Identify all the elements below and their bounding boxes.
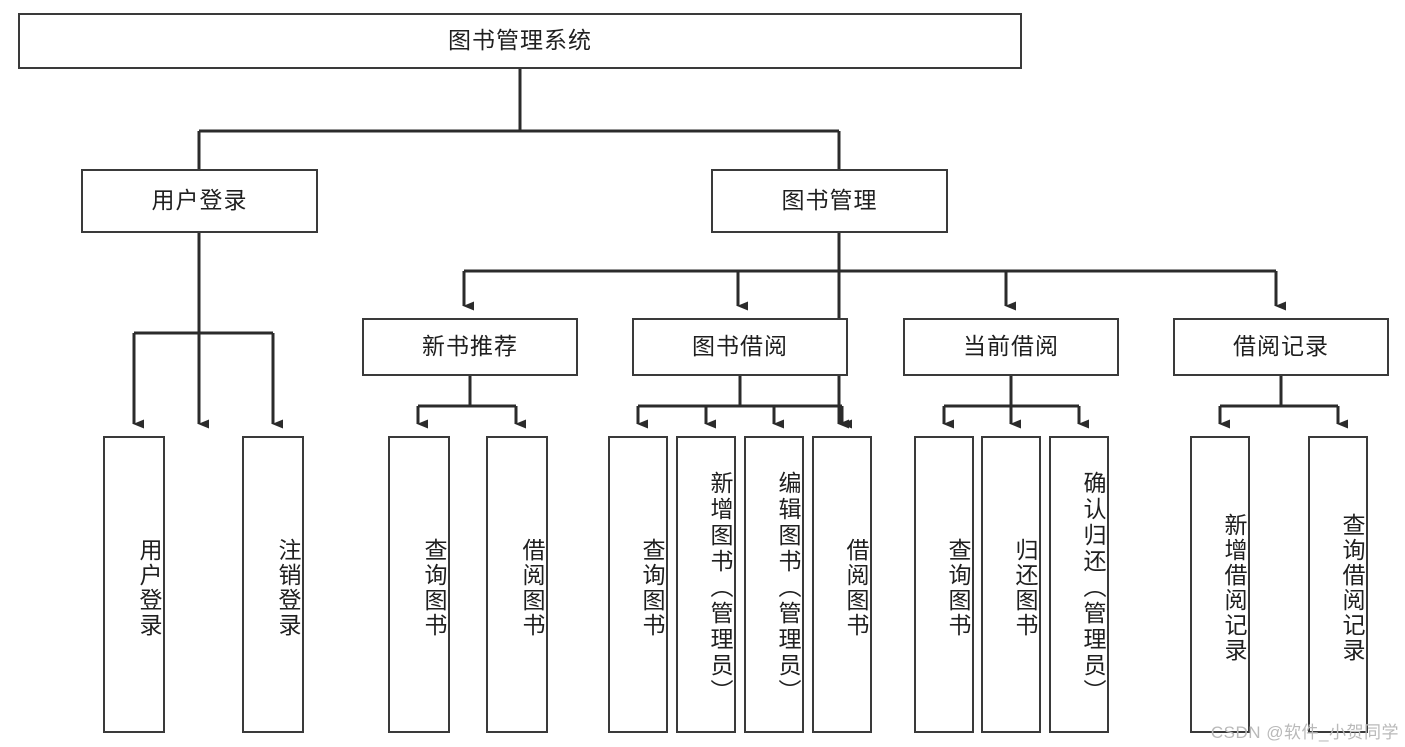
node-label: 查询图书 [945, 537, 971, 638]
node-label: 新增借阅记录 [1221, 512, 1247, 663]
leaf-user-login-logout[interactable]: 注销登录 [242, 436, 304, 733]
node-label: 查询图书 [639, 537, 665, 638]
leaf-user-login-login[interactable]: 用户登录 [103, 436, 165, 733]
leaf-recommend-query-book[interactable]: 查询图书 [388, 436, 450, 733]
leaf-borrow-edit-book-admin[interactable]: 编辑图书（管理员） [744, 436, 804, 733]
node-book-borrow[interactable]: 图书借阅 [632, 318, 848, 376]
node-borrow-record[interactable]: 借阅记录 [1173, 318, 1389, 376]
node-label: 新书推荐 [422, 333, 518, 360]
leaf-borrow-borrow-book[interactable]: 借阅图书 [812, 436, 872, 733]
leaf-current-confirm-return-admin[interactable]: 确认归还（管理员） [1049, 436, 1109, 733]
leaf-current-return-book[interactable]: 归还图书 [981, 436, 1041, 733]
node-label: 注销登录 [275, 537, 301, 638]
node-label: 图书管理 [781, 187, 878, 214]
node-label: 确认归还（管理员） [1080, 470, 1106, 705]
leaf-borrow-add-book-admin[interactable]: 新增图书（管理员） [676, 436, 736, 733]
node-label: 借阅图书 [843, 537, 869, 638]
node-root-book-management-system[interactable]: 图书管理系统 [18, 13, 1022, 69]
leaf-current-query-book[interactable]: 查询图书 [914, 436, 974, 733]
node-label: 用户登录 [136, 537, 162, 638]
node-user-login[interactable]: 用户登录 [81, 169, 318, 233]
node-label: 新增图书（管理员） [707, 470, 733, 705]
node-current-borrow[interactable]: 当前借阅 [903, 318, 1119, 376]
node-label: 编辑图书（管理员） [775, 470, 801, 705]
node-label: 图书管理系统 [448, 27, 592, 54]
node-label: 当前借阅 [963, 333, 1059, 360]
node-label: 用户登录 [151, 187, 248, 214]
node-label: 图书借阅 [692, 333, 788, 360]
node-label: 借阅记录 [1233, 333, 1329, 360]
node-new-book-recommend[interactable]: 新书推荐 [362, 318, 578, 376]
node-book-management[interactable]: 图书管理 [711, 169, 948, 233]
node-label: 查询图书 [421, 537, 447, 638]
leaf-recommend-borrow-book[interactable]: 借阅图书 [486, 436, 548, 733]
leaf-record-add-borrow-record[interactable]: 新增借阅记录 [1190, 436, 1250, 733]
csdn-watermark: CSDN @软件_小贺同学 [1210, 723, 1399, 742]
node-label: 归还图书 [1012, 537, 1038, 638]
node-label: 借阅图书 [519, 537, 545, 638]
leaf-record-query-borrow-record[interactable]: 查询借阅记录 [1308, 436, 1368, 733]
node-label: 查询借阅记录 [1339, 512, 1365, 663]
leaf-borrow-query-book[interactable]: 查询图书 [608, 436, 668, 733]
